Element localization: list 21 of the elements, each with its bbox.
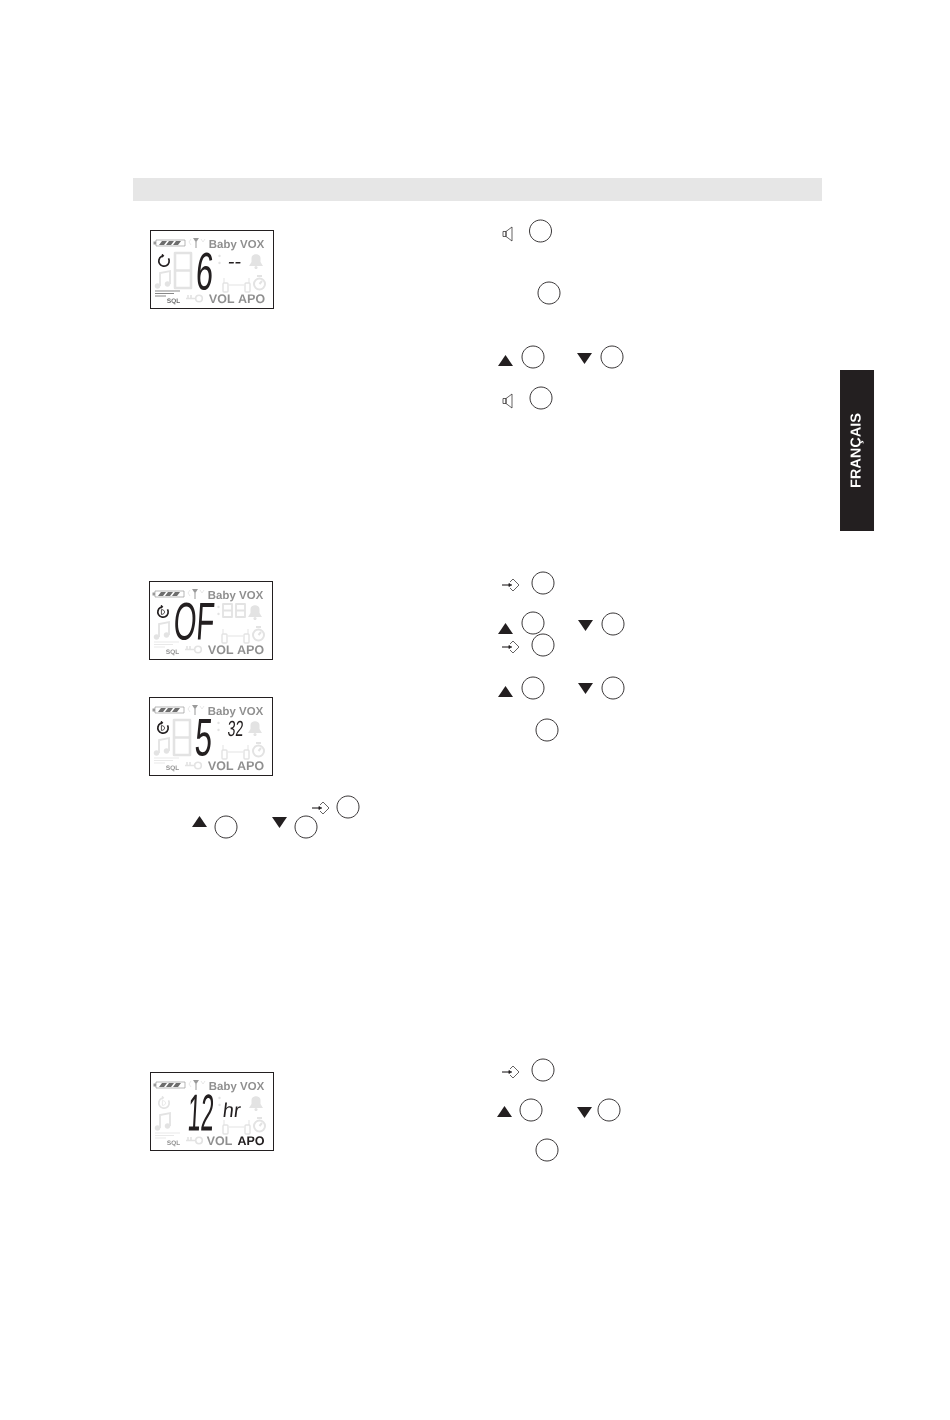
digit-readout: 32 <box>228 720 243 737</box>
indicator-label: VOL APO <box>207 645 264 655</box>
indicator-label: Baby VOX <box>209 239 265 251</box>
indicator-label: VOL APO <box>208 294 265 304</box>
lcd-screen <box>149 581 273 660</box>
digit-readout: -- <box>228 261 241 264</box>
indicator-label: Baby VOX <box>208 706 264 718</box>
indicator-label: VOL <box>206 1136 232 1146</box>
indicator-label: VOL APO <box>207 761 264 771</box>
indicator-label: Baby VOX <box>208 590 264 602</box>
language-tab: FRANÇAIS <box>840 370 874 531</box>
digit-readout: 5 <box>195 719 212 756</box>
digit-readout: hr <box>223 1102 241 1117</box>
lcd-screen <box>149 697 273 776</box>
indicator-label: Baby VOX <box>209 1081 265 1093</box>
lcd-screen <box>150 1072 274 1151</box>
digit-readout: OF <box>175 602 215 640</box>
digit-readout: 6 <box>197 252 213 290</box>
indicator-label: APO <box>237 1136 264 1146</box>
lcd-screen <box>150 230 274 309</box>
digit-readout: 12 <box>188 1094 214 1131</box>
